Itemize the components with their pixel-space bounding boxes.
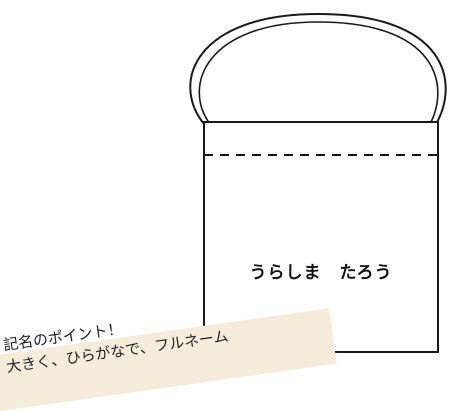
bag-handle-inner — [198, 21, 439, 125]
bag-name-label: うらしま たろう — [249, 263, 393, 283]
bag-handle-outer — [189, 12, 447, 125]
